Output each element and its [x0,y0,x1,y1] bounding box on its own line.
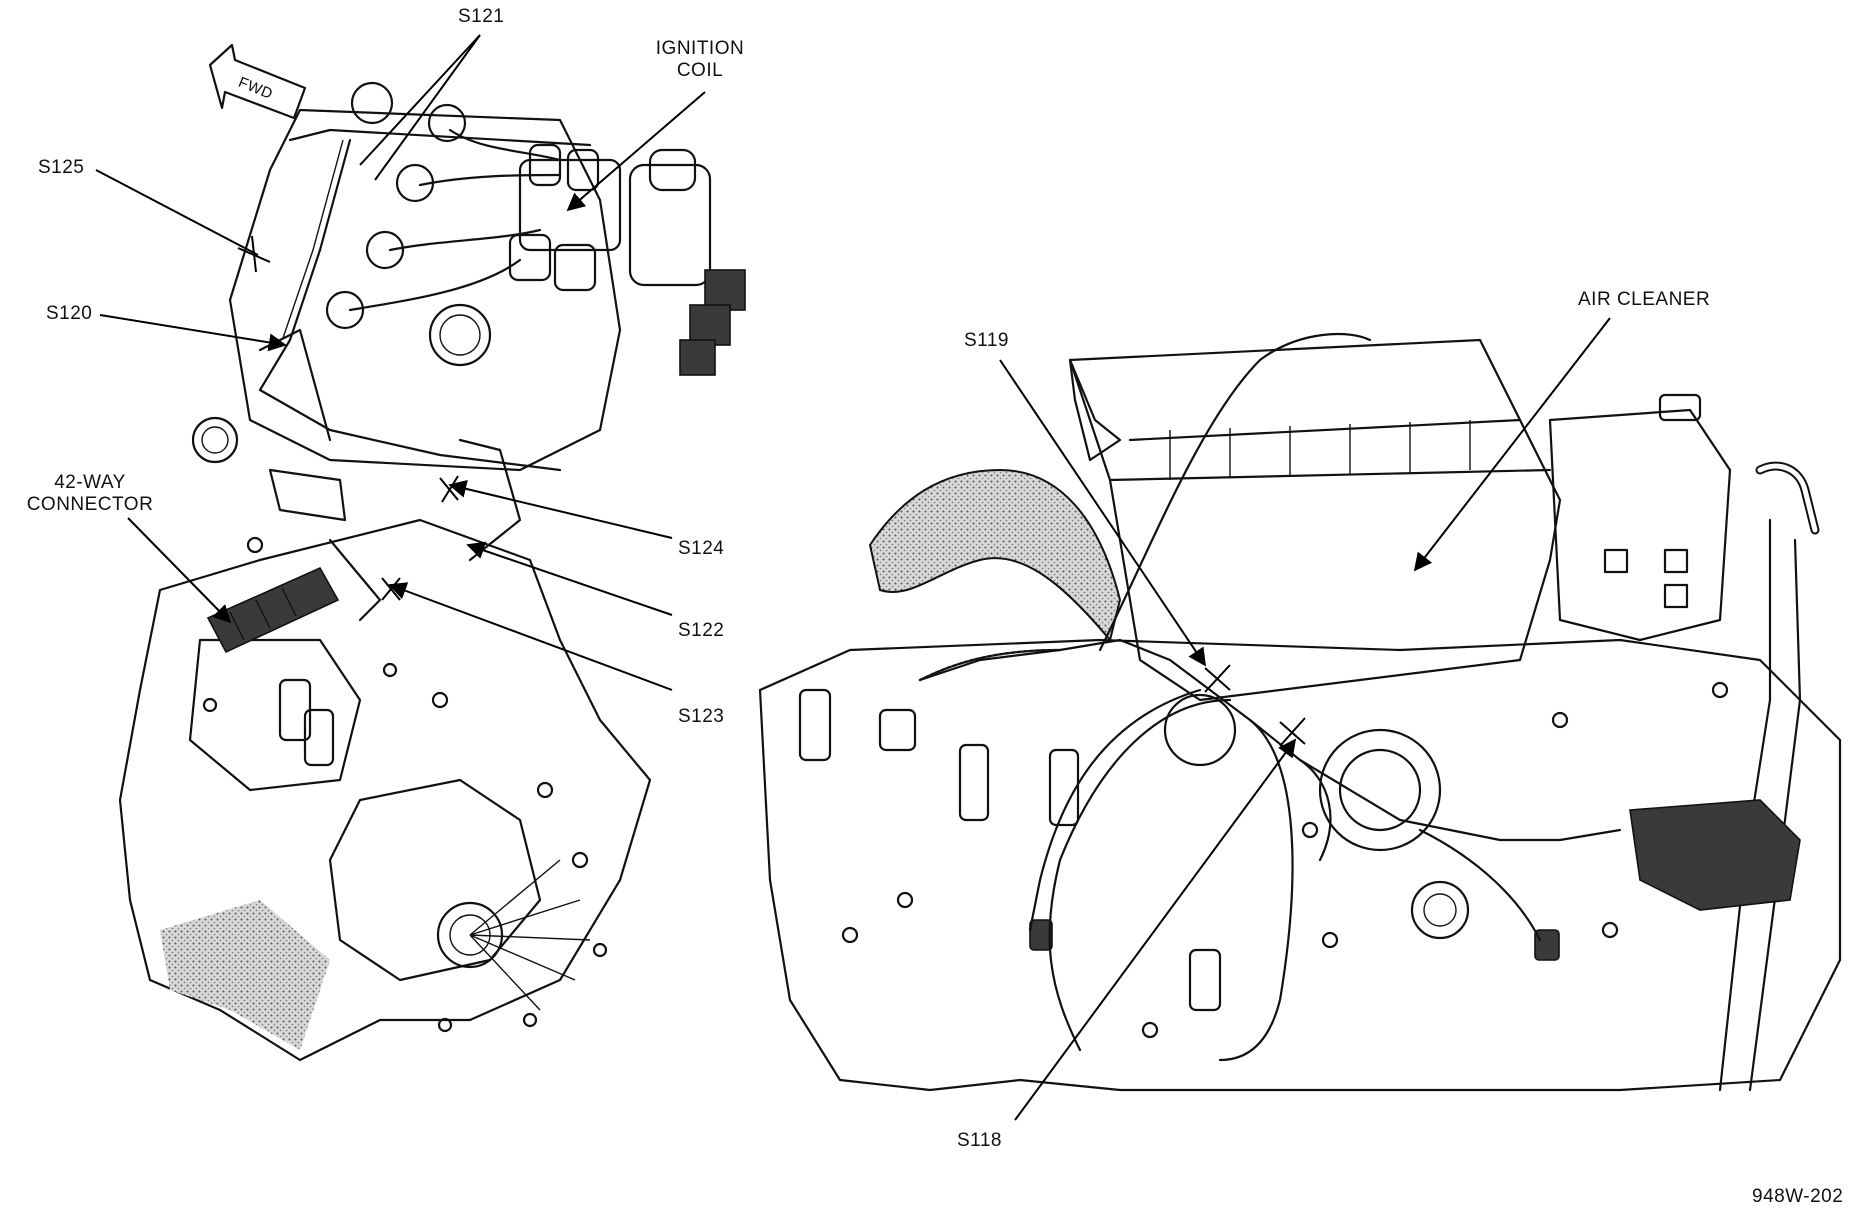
label-s125: S125 [38,157,85,178]
label-ignition-coil-line1: IGNITION [655,38,745,59]
42-way-connector [206,566,340,654]
label-ignition-coil: IGNITION COIL [635,38,765,82]
fwd-arrow-icon [208,43,307,120]
label-42-way-connector-line2: CONNECTOR [26,494,154,515]
left-engine-view [118,43,746,1062]
figure-id: 948W-202 [1752,1186,1844,1207]
label-s119: S119 [964,330,1009,351]
leader-lines [95,34,1611,1121]
right-engine-view [758,332,1842,1092]
label-s124: S124 [678,538,725,559]
housing-bolts [202,536,608,1033]
label-s123: S123 [678,706,725,727]
label-s118: S118 [957,1130,1002,1151]
block-bolts [841,681,1729,1039]
label-air-cleaner: AIR CLEANER [1578,289,1711,310]
label-s120: S120 [46,303,93,324]
label-ignition-coil-line2: COIL [676,60,724,81]
label-42-way-connector: 42-WAY CONNECTOR [0,472,180,516]
label-s121: S121 [458,6,505,27]
label-42-way-connector-line1: 42-WAY [54,472,126,493]
label-s122: S122 [678,620,725,641]
